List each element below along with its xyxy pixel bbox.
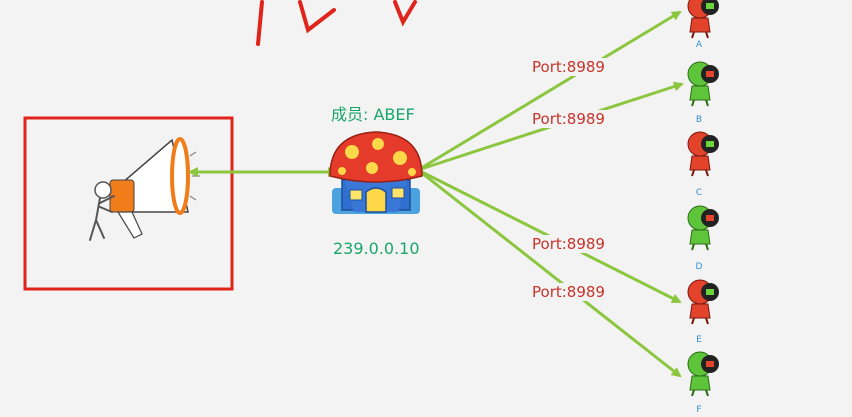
port-label-f: Port:8989: [530, 283, 607, 301]
member-letter-e: E: [696, 335, 702, 345]
arrow-to-member-f: [417, 168, 682, 378]
member-character-d: [687, 205, 719, 251]
group-ip-label: 239.0.0.10: [333, 239, 420, 258]
sender-frame: [23, 116, 234, 291]
port-label-a: Port:8989: [530, 58, 607, 76]
member-character-e: [687, 279, 719, 325]
port-label-e: Port:8989: [530, 235, 607, 253]
member-letter-c: C: [695, 188, 703, 198]
arrow-to-member-a: [417, 10, 682, 172]
member-character-f: [687, 351, 719, 397]
member-letter-b: B: [695, 115, 703, 125]
member-character-c: [687, 131, 719, 177]
member-letter-f: F: [696, 405, 702, 415]
member-character-b: [687, 61, 719, 107]
member-letter-a: A: [695, 40, 703, 50]
member-character-a: [687, 0, 719, 39]
mushroom-house-icon: [329, 131, 423, 214]
port-label-b: Port:8989: [530, 110, 607, 128]
handwritten-annotation: [256, 0, 417, 46]
megaphone-icon: [89, 137, 200, 241]
member-letter-d: D: [695, 262, 703, 272]
group-members-label: 成员: ABEF: [331, 105, 415, 124]
